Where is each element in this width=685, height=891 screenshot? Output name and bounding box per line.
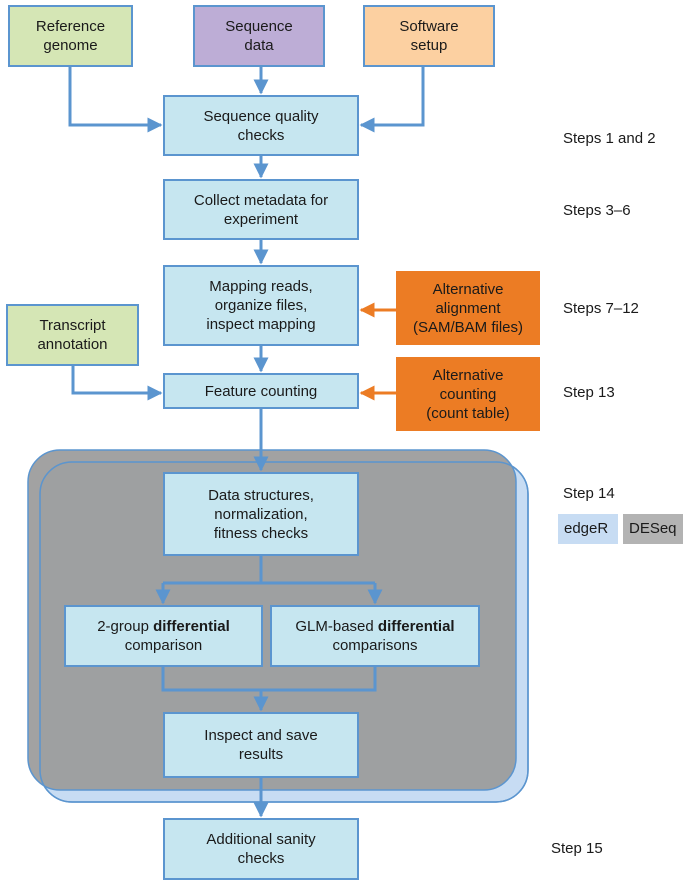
annotation-line-2: annotation [37, 336, 108, 353]
two-group-comparison-box: 2-group differential comparison [64, 605, 263, 667]
alt-counting-line-2: counting [439, 385, 497, 403]
glm-line-2: comparisons [332, 637, 418, 654]
step-label-13: Step 13 [563, 384, 615, 401]
software-setup-line-1: Software [399, 18, 459, 35]
mapping-line-1: Mapping reads, [209, 278, 313, 295]
two-group-line-2: comparison [124, 637, 203, 654]
sequence-data-box: Sequence data [193, 5, 325, 67]
transcript-annotation-box: Transcript annotation [6, 304, 139, 366]
data-structures-line-1: Data structures, [208, 486, 314, 504]
alt-alignment-line-1: Alternative [432, 280, 504, 298]
glm-comparison-box: GLM-based differential comparisons [270, 605, 480, 667]
inspect-results-box: Inspect and save results [163, 712, 359, 778]
step-label-7-12: Steps 7–12 [563, 300, 639, 317]
glm-prefix: GLM-based [295, 618, 378, 635]
two-group-line-1: 2-group differential [97, 617, 230, 636]
alternative-counting-box: Alternative counting (count table) [396, 357, 540, 431]
mapping-line-3: inspect mapping [206, 316, 316, 333]
legend-edger: edgeR [558, 514, 618, 544]
alternative-alignment-box: Alternative alignment (SAM/BAM files) [396, 271, 540, 345]
arrow-software-to-quality [359, 67, 425, 133]
alt-counting-line-3: (count table) [426, 404, 510, 422]
inspect-line-2: results [238, 746, 284, 763]
software-setup-line-2: setup [410, 37, 448, 54]
two-group-prefix: 2-group [97, 618, 154, 635]
arrow-reference-to-quality [68, 67, 163, 133]
sequence-data-line-2: data [244, 37, 274, 54]
alt-counting-line-1: Alternative [432, 366, 504, 384]
step-label-1-2: Steps 1 and 2 [563, 130, 656, 147]
data-structures-box: Data structures, normalization, fitness … [163, 472, 359, 556]
data-structures-line-2: normalization, [214, 505, 308, 523]
step-label-3-6: Steps 3–6 [563, 202, 631, 219]
data-structures-line-3: fitness checks [213, 524, 309, 542]
two-group-bold: differential [153, 618, 230, 635]
glm-line-1: GLM-based differential [295, 617, 454, 636]
step-label-15: Step 15 [551, 840, 603, 857]
alt-alignment-line-3: (SAM/BAM files) [412, 318, 523, 336]
sanity-line-2: checks [237, 850, 285, 867]
collect-metadata-box: Collect metadata for experiment [163, 179, 359, 240]
sequence-quality-box: Sequence quality checks [163, 95, 359, 156]
annotation-line-1: Transcript [39, 317, 106, 334]
legend-deseq: DESeq [623, 514, 683, 544]
merge-comparisons [161, 667, 377, 710]
sanity-line-1: Additional sanity [206, 831, 316, 848]
arrow-annotation-to-counting [71, 366, 163, 401]
sanity-checks-box: Additional sanity checks [163, 818, 359, 880]
metadata-line-2: experiment [223, 210, 299, 228]
edger-outline [39, 461, 529, 803]
alt-alignment-line-2: alignment [435, 299, 501, 317]
mapping-line-2: organize files, [214, 297, 308, 314]
mapping-reads-box: Mapping reads, organize files, inspect m… [163, 265, 359, 346]
metadata-line-1: Collect metadata for [193, 191, 329, 209]
software-setup-box: Software setup [363, 5, 495, 67]
step-label-14: Step 14 [563, 485, 615, 502]
quality-line-1: Sequence quality [203, 107, 319, 125]
reference-genome-line-1: Reference [35, 18, 106, 35]
branch-datastructures [163, 556, 375, 585]
feature-counting-label: Feature counting [204, 382, 318, 400]
feature-counting-box: Feature counting [163, 373, 359, 409]
glm-bold: differential [377, 618, 455, 635]
inspect-line-1: Inspect and save [204, 727, 318, 744]
reference-genome-box: Reference genome [8, 5, 133, 67]
quality-line-2: checks [237, 126, 285, 144]
sequence-data-line-1: Sequence [225, 18, 293, 35]
reference-genome-line-2: genome [43, 37, 98, 54]
